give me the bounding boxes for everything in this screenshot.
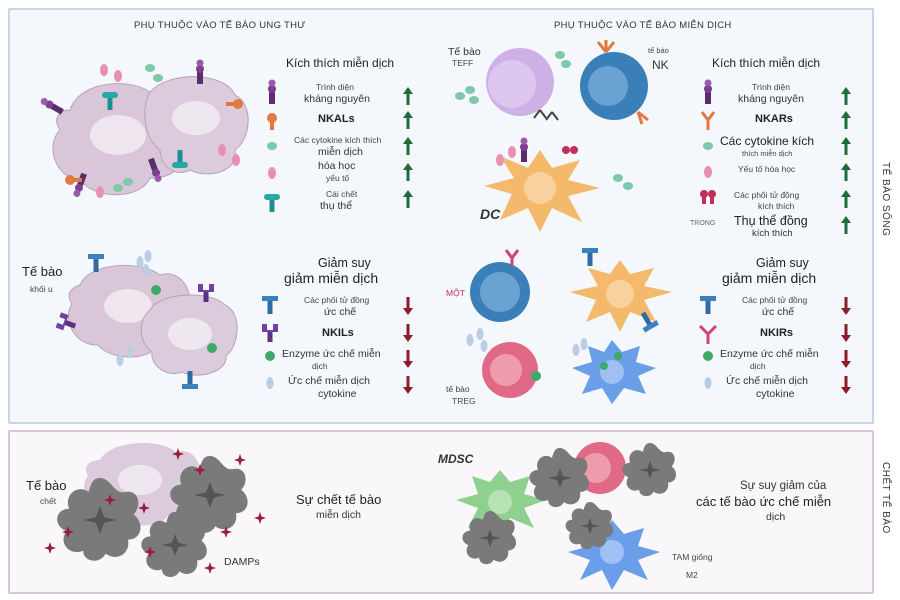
suppressive-dc bbox=[570, 248, 672, 333]
left-supp-title-line-1: Giảm suy bbox=[318, 256, 371, 270]
dc-cell bbox=[484, 137, 633, 232]
right-stim-title: Kích thích miễn dịch bbox=[712, 56, 821, 70]
right-stim-item-1-line-1: Trình diện bbox=[752, 82, 790, 92]
suppressor-depletion-line-3: dịch bbox=[766, 511, 786, 523]
right-supp-item-3-line-1: Enzyme ức chế miễn bbox=[720, 348, 819, 360]
right-supp-title-line-1: Giảm suy bbox=[756, 256, 809, 270]
right-supp-item-3-line-2: dịch bbox=[750, 361, 766, 371]
left-stim-title: Kích thích miễn dịch bbox=[286, 56, 395, 70]
right-supp-item-4-line-2: cytokine bbox=[756, 388, 795, 400]
teff-label-line-1: Tế bào bbox=[448, 46, 481, 58]
right-stim-item-5-line-2: kích thích bbox=[758, 201, 795, 211]
right-supp-item-1-line-2: ức chế bbox=[762, 306, 795, 318]
right-stim-item-6-line-1: Thụ thể đồng bbox=[734, 214, 808, 228]
left-stim-item-5-line-2: thụ thể bbox=[320, 200, 353, 212]
tumor-cell-cluster-stim bbox=[39, 59, 249, 199]
side-label-living: TẾ BÀO SỐNG bbox=[880, 162, 891, 237]
icd-label-line-2: miễn dịch bbox=[316, 509, 361, 521]
right-stim-item-1-line-2: kháng nguyên bbox=[738, 93, 804, 105]
left-supp-item-3-line-2: dịch bbox=[312, 361, 328, 371]
teff-cell bbox=[455, 48, 571, 121]
right-stim-arrows bbox=[841, 87, 851, 234]
dying-suppressive-cells bbox=[456, 442, 677, 590]
right-supp-arrows bbox=[841, 297, 851, 394]
left-supp-legend-icons bbox=[262, 296, 278, 389]
right-stim-item-5-line-1: Các phối tử đồng bbox=[734, 190, 800, 200]
left-stim-item-3-line-2: miễn dịch bbox=[318, 146, 363, 158]
left-stim-item-3-line-1: Các cytokine kích thích bbox=[294, 135, 382, 145]
right-stim-item-4: Yếu tố hóa học bbox=[738, 164, 796, 174]
tam-label-line-1: TAM giống bbox=[672, 552, 713, 562]
right-supp-legend-icons bbox=[698, 296, 718, 389]
left-stim-item-2: NKALs bbox=[318, 113, 355, 125]
tumor-label-line-2: khối u bbox=[30, 284, 53, 294]
right-supp-item-1-line-1: Các phối tử đồng bbox=[742, 295, 808, 305]
right-stim-item-6-line-2: kích thích bbox=[752, 228, 793, 239]
left-stim-item-1-line-2: kháng nguyên bbox=[304, 93, 370, 105]
right-supp-title-line-2: giảm miễn dịch bbox=[722, 270, 817, 286]
tumor-label-line-1: Tế bào bbox=[22, 264, 63, 279]
icd-label-line-1: Sự chết tế bào bbox=[296, 492, 382, 507]
left-supp-item-1-line-2: ức chế bbox=[324, 306, 357, 318]
right-stim-item-2: NKARs bbox=[755, 113, 793, 125]
left-stim-arrows bbox=[403, 87, 413, 208]
tam-label-line-2: M2 bbox=[686, 570, 698, 580]
dead-cell-cluster bbox=[44, 442, 266, 578]
left-stim-item-1-line-1: Trình diện bbox=[316, 82, 354, 92]
tumor-cell-cluster-supp bbox=[55, 250, 238, 389]
dc-label: DC bbox=[480, 206, 501, 222]
left-stim-item-5-line-1: Cái chết bbox=[326, 189, 358, 199]
right-supp-item-4-line-1: Ức chế miễn dịch bbox=[726, 375, 808, 387]
left-supp-item-1-line-1: Các phối tử đồng bbox=[304, 295, 370, 305]
left-supp-arrows bbox=[403, 297, 413, 394]
left-stim-legend-icons bbox=[264, 79, 280, 212]
nk-label-line-1: tế bào bbox=[648, 46, 669, 55]
left-stim-item-4-line-2: yếu tố bbox=[326, 173, 350, 183]
left-supp-item-4-line-1: Ức chế miễn dịch bbox=[288, 375, 370, 387]
right-stim-item-3-line-1: Các cytokine kích bbox=[720, 134, 815, 148]
mot-label: MỘT bbox=[446, 288, 465, 298]
header-immune-dependent: PHỤ THUỘC VÀO TẾ BÀO MIỄN DỊCH bbox=[554, 20, 732, 31]
right-stim-trong-label: TRONG bbox=[690, 220, 716, 227]
header-cancer-dependent: PHỤ THUỘC VÀO TẾ BÀO UNG THƯ bbox=[134, 20, 306, 31]
damps-label: DAMPs bbox=[224, 556, 260, 568]
left-supp-title-line-2: giảm miễn dịch bbox=[284, 270, 379, 286]
treg-label-line-2: TREG bbox=[452, 396, 476, 406]
left-supp-item-2: NKILs bbox=[322, 327, 354, 339]
suppressive-blue-cell bbox=[572, 338, 656, 404]
left-supp-item-3-line-1: Enzyme ức chế miễn bbox=[282, 348, 381, 360]
right-stim-item-3-line-2: thích miễn dịch bbox=[742, 149, 793, 158]
right-stim-legend-icons bbox=[700, 79, 716, 204]
left-stim-item-4-line-1: hóa học bbox=[318, 160, 356, 172]
dead-cell-label-line-2: chết bbox=[40, 496, 57, 506]
side-label-dead: CHẾT TẾ BÀO bbox=[880, 462, 891, 534]
nk-cell bbox=[580, 40, 649, 125]
mdsc-label: MDSC bbox=[438, 452, 474, 466]
left-supp-item-4-line-2: cytokine bbox=[318, 388, 357, 400]
dead-cell-label-line-1: Tế bào bbox=[26, 478, 67, 493]
right-supp-item-2: NKIRs bbox=[760, 327, 794, 339]
suppressive-cell-a bbox=[470, 249, 530, 322]
teff-label-line-2: TEFF bbox=[452, 58, 474, 68]
nk-label-line-2: NK bbox=[652, 58, 669, 72]
suppressor-depletion-line-1: Sự suy giảm của bbox=[740, 480, 827, 492]
suppressor-depletion-line-2: các tế bào ức chế miễn bbox=[696, 494, 832, 509]
treg-cell bbox=[466, 328, 541, 398]
treg-label-line-1: tế bào bbox=[446, 384, 470, 394]
